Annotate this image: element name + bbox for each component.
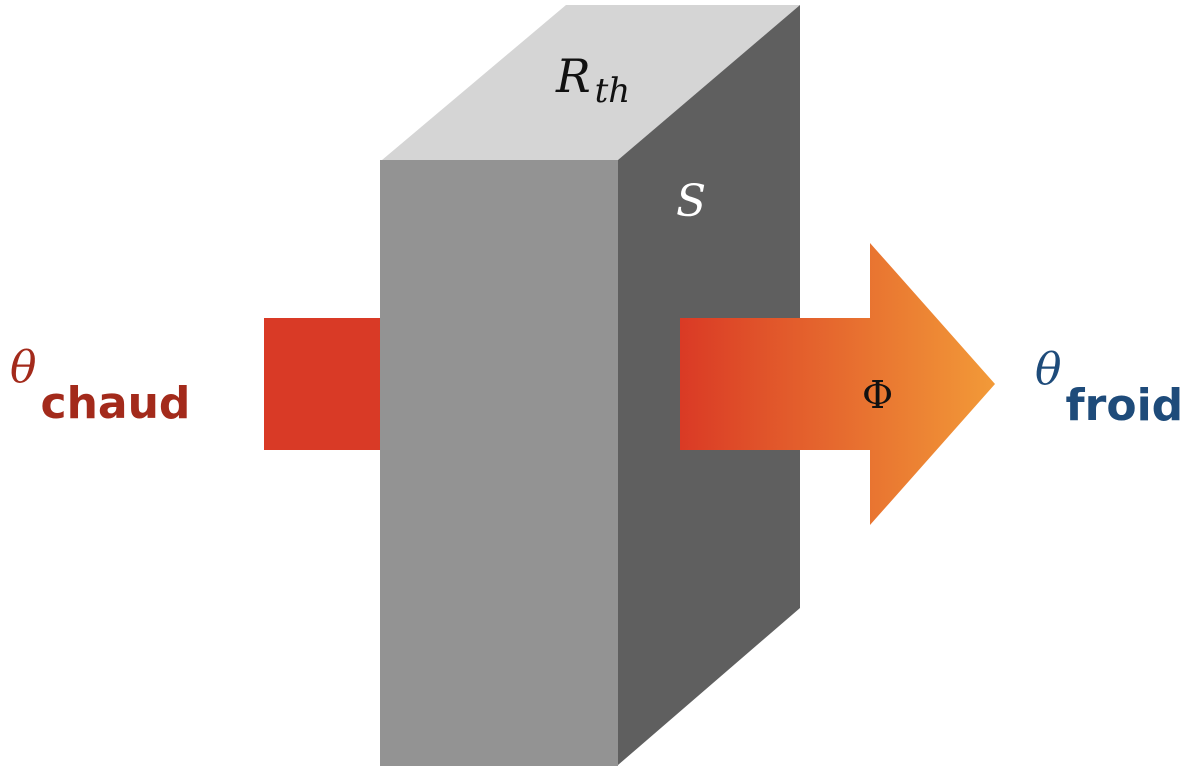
hot-theta-symbol: θ — [10, 342, 37, 393]
wall-top-face — [382, 5, 800, 160]
hot-flux-bar — [264, 318, 382, 450]
cold-temperature-label: θ froid — [1035, 344, 1183, 431]
resistance-subscript: th — [595, 71, 631, 111]
hot-subscript: chaud — [41, 378, 191, 429]
resistance-main: R — [555, 49, 591, 103]
surface-label: S — [676, 176, 706, 227]
flux-label: Φ — [862, 373, 893, 417]
hot-temperature-label: θ chaud — [10, 342, 190, 429]
wall-front-face — [380, 160, 618, 766]
heat-flux-arrow — [680, 243, 995, 525]
cold-subscript: froid — [1066, 380, 1184, 431]
cold-theta-symbol: θ — [1035, 344, 1062, 395]
thermal-resistance-label: R th — [555, 49, 630, 111]
